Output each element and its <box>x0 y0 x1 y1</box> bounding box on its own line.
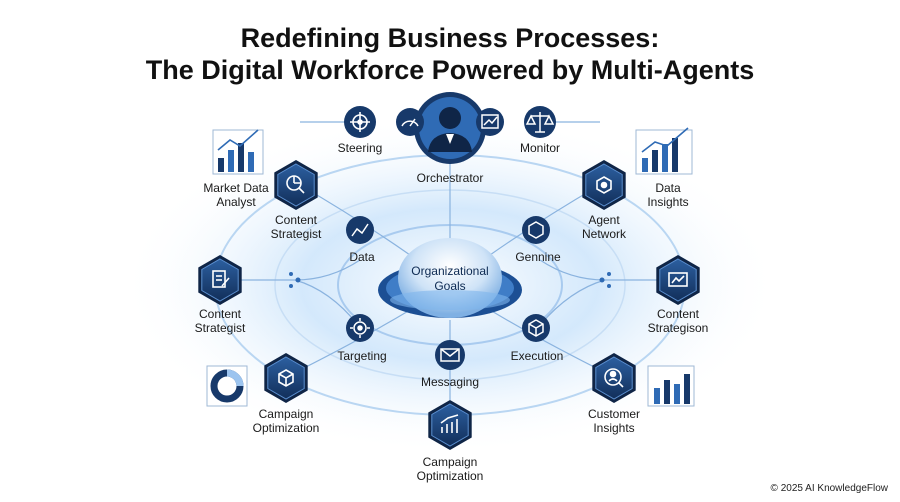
gauge-icon <box>401 118 419 127</box>
branch-icon-right <box>599 272 611 288</box>
content-strategist-left-label-1: Content <box>199 307 242 321</box>
bar-chart-illustration-bottom-right <box>647 365 695 407</box>
gennine-label: Gennine <box>515 250 561 264</box>
agent-network-label-2: Network <box>582 227 627 241</box>
campaign-optimization-left-label-2: Optimization <box>253 421 320 435</box>
cube-network-icon <box>528 221 544 239</box>
steering-label: Steering <box>338 141 383 155</box>
campaign-optimization-bottom-label-1: Campaign <box>423 455 478 469</box>
market-data-analyst-hex <box>274 160 318 210</box>
envelope-icon <box>440 348 460 362</box>
content-strategist-left-label-2: Strategist <box>195 321 246 335</box>
data-insights-label-1: Data <box>655 181 681 195</box>
monitor-node <box>524 106 556 138</box>
growth-chart-icon <box>440 414 459 433</box>
content-strategist-upper-label-1: Content <box>275 213 318 227</box>
cube-nodes-icon <box>278 369 294 387</box>
content-strategist-upper-label-2: Strategist <box>271 227 322 241</box>
targeting-node <box>346 314 374 342</box>
chart-line-icon <box>351 223 369 237</box>
campaign-optimization-bottom-hex <box>428 400 472 450</box>
customer-insights-label-1: Customer <box>588 407 640 421</box>
pie-magnifier-icon <box>286 175 305 194</box>
data-label: Data <box>349 250 375 264</box>
agent-network-label-1: Agent <box>588 213 620 227</box>
network-cube-icon <box>596 176 612 194</box>
trend-icon <box>481 114 499 129</box>
messaging-label: Messaging <box>421 375 479 389</box>
diagram-title-line-1: Redefining Business Processes: <box>240 23 660 53</box>
execution-label: Execution <box>511 349 564 363</box>
content-strategison-label-1: Content <box>657 307 700 321</box>
content-strategison-hex <box>656 255 700 305</box>
campaign-optimization-left-hex <box>264 353 308 403</box>
campaign-optimization-bottom-label-2: Optimization <box>417 469 484 483</box>
branch-icon-left <box>289 272 301 288</box>
data-node <box>346 216 374 244</box>
gauge-node <box>396 108 424 136</box>
bar-chart-illustration-top-right <box>635 127 693 175</box>
market-data-analyst-label-2: Analyst <box>216 195 256 209</box>
copyright-notice: © 2025 AI KnowledgeFlow <box>770 483 888 494</box>
helm-icon <box>350 112 370 132</box>
donut-chart-illustration <box>206 365 248 407</box>
messaging-node <box>435 340 465 370</box>
document-edit-icon <box>212 270 230 288</box>
center-label-line-1: Organizational <box>411 264 488 278</box>
box-icon <box>528 319 544 337</box>
content-strategist-hex <box>198 255 242 305</box>
steering-node <box>344 106 376 138</box>
scale-icon <box>525 112 555 133</box>
diagram-title-line-2: The Digital Workforce Powered by Multi-A… <box>145 55 755 85</box>
customer-insights-hex <box>592 353 636 403</box>
content-strategison-label-2: Strategison <box>648 321 709 335</box>
trend-node <box>476 108 504 136</box>
monitor-label: Monitor <box>520 141 560 155</box>
agent-network-hex <box>582 160 626 210</box>
targeting-label: Targeting <box>337 349 386 363</box>
market-data-analyst-label-1: Market Data <box>203 181 269 195</box>
orchestrator-label: Orchestrator <box>417 171 484 185</box>
center-label-line-2: Goals <box>434 279 465 293</box>
target-icon <box>350 318 370 338</box>
gennine-node <box>522 216 550 244</box>
organizational-goals-core <box>378 238 522 318</box>
campaign-optimization-left-label-1: Campaign <box>259 407 314 421</box>
execution-node <box>522 314 550 342</box>
data-insights-label-2: Insights <box>647 195 688 209</box>
customer-insights-label-2: Insights <box>593 421 634 435</box>
person-icon <box>428 107 472 152</box>
bar-chart-illustration-top-left <box>212 129 264 175</box>
presentation-icon <box>668 272 688 287</box>
user-search-icon <box>604 368 624 388</box>
orchestrator-node <box>414 92 486 164</box>
